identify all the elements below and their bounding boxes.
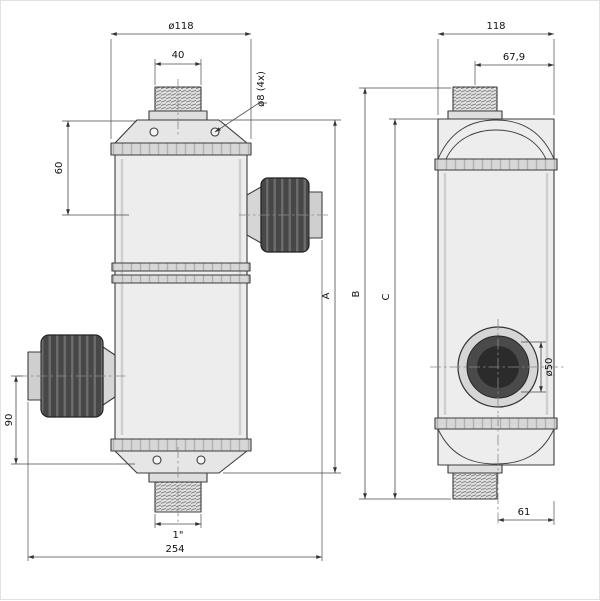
dim-label-side-top-offset: 67,9 — [503, 52, 525, 63]
side-view — [430, 86, 566, 525]
dim-side-top-offset: 67,9 — [474, 52, 554, 85]
dim-front-bolt-holes: ø8 (4x) — [214, 71, 267, 133]
dim-side-port-diameter: ø50 — [521, 341, 555, 393]
dim-label-front-top-diameter: ø118 — [168, 21, 193, 32]
front-mid-flange-lower — [111, 274, 251, 284]
dim-front-overall-width: 254 — [27, 240, 323, 561]
front-view — [17, 79, 331, 525]
front-bottom-bolt-right — [196, 455, 206, 465]
dim-label-front-port-width: 40 — [172, 50, 185, 61]
dim-label-front-lower-offset: 90 — [4, 414, 15, 427]
side-bottom-flange — [434, 417, 558, 430]
dim-front-top-diameter: ø118 — [110, 21, 252, 139]
dim-label-side-total-height: B — [351, 290, 362, 297]
dim-side-body-width: 118 — [437, 21, 555, 115]
dim-side-bottom-offset: 61 — [498, 501, 555, 525]
dim-label-front-bolt-holes: ø8 (4x) — [256, 71, 267, 107]
dim-label-side-port-diameter: ø50 — [544, 358, 555, 377]
side-top-cap-curve — [437, 119, 555, 160]
side-dimensions: 118 67,9 B C ø50 61 — [351, 21, 555, 525]
side-bottom-collar — [447, 464, 503, 474]
front-dimensions: ø118 40 ø8 (4x) 60 90 — [4, 21, 341, 561]
dim-label-side-bottom-offset: 61 — [518, 507, 531, 518]
front-bottom-bolt-left — [152, 455, 162, 465]
dim-front-lower-offset: 90 — [4, 375, 135, 465]
dim-label-side-body-height: C — [381, 293, 392, 300]
side-top-cap-inner-curve — [445, 129, 547, 160]
dim-side-body-height: C — [381, 118, 438, 499]
dim-label-front-upper-offset: 60 — [54, 162, 65, 175]
dim-label-side-body-width: 118 — [486, 21, 505, 32]
side-shell — [437, 118, 555, 466]
front-bottom-flange — [110, 438, 252, 452]
side-top-connector — [447, 86, 503, 120]
front-top-flange — [110, 142, 252, 156]
front-mid-flange-upper — [111, 262, 251, 272]
front-shell — [114, 154, 248, 440]
dim-front-bottom-thread: 1" — [154, 514, 202, 541]
front-top-cap — [114, 119, 248, 144]
side-body — [434, 118, 558, 466]
dim-front-upper-offset: 60 — [54, 120, 137, 216]
front-body — [110, 119, 252, 474]
side-top-collar — [447, 110, 503, 120]
side-bottom-cap-curve — [437, 428, 555, 465]
side-port — [430, 319, 566, 525]
dim-label-front-overall-height: A — [321, 292, 332, 299]
front-right-port — [246, 177, 323, 253]
side-top-thread — [452, 86, 498, 112]
side-bottom-connector — [447, 464, 503, 500]
side-bottom-thread — [452, 472, 498, 500]
front-bolt-hole-left — [149, 127, 159, 137]
dim-side-total-height: B — [351, 87, 451, 500]
side-top-flange — [434, 158, 558, 171]
dim-front-overall-height: A — [221, 119, 341, 474]
dim-label-front-overall-width: 254 — [165, 544, 184, 555]
dim-front-port-width: 40 — [154, 50, 202, 85]
dim-label-front-bottom-thread: 1" — [173, 530, 184, 541]
front-bottom-cap — [114, 450, 248, 474]
